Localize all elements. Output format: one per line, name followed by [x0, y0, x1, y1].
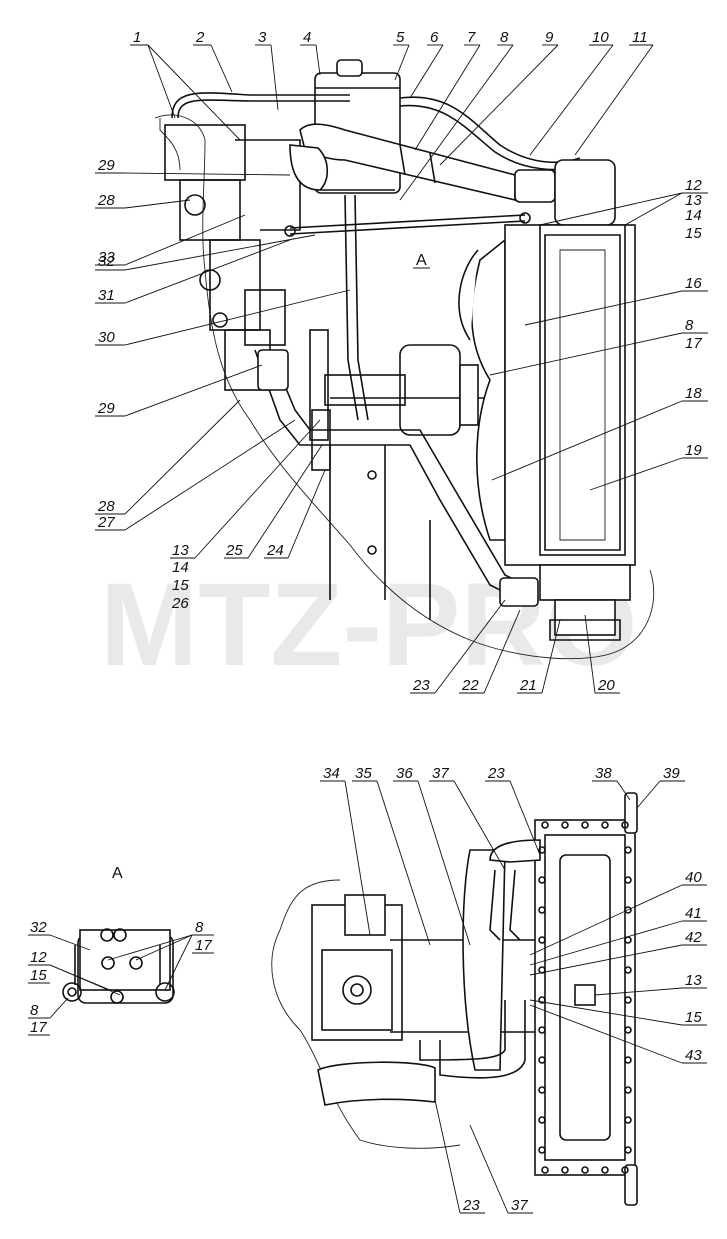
callout-15: 15 [685, 225, 702, 242]
detail-callout-17: 17 [195, 937, 212, 954]
callout-6: 6 [430, 29, 439, 46]
lower-radiator-pipe [254, 349, 539, 607]
detail-callout-12: 12 [30, 949, 47, 966]
callout-5: 5 [396, 29, 405, 46]
callout-16: 16 [685, 275, 702, 292]
leader-lines-bottom [320, 780, 707, 1214]
bottom-callout-39: 39 [663, 765, 680, 782]
callout-21: 21 [519, 677, 537, 694]
callout-29: 29 [97, 157, 115, 174]
callout-14b: 14 [172, 559, 189, 576]
detail-callout-15: 15 [30, 967, 47, 984]
callout-20: 20 [597, 677, 615, 694]
callout-9: 9 [545, 29, 554, 46]
callout-1: 1 [133, 29, 141, 46]
callout-2: 2 [195, 29, 205, 46]
detail-callout-8: 8 [195, 919, 204, 936]
upper-radiator-pipe [289, 123, 556, 203]
radiator-bolts [538, 821, 632, 1174]
callout-23: 23 [412, 677, 430, 694]
callout-8: 8 [500, 29, 509, 46]
callout-32: 32 [98, 253, 115, 270]
bottom-callout-37: 37 [432, 765, 449, 782]
fan-blades [458, 238, 506, 541]
callout-33: 33 [98, 249, 115, 266]
callout-11: 11 [632, 29, 648, 46]
bottom-callout-34: 34 [323, 765, 340, 782]
callout-13b: 13 [172, 542, 189, 559]
callout-28: 28 [97, 192, 115, 209]
fan-drive [309, 329, 555, 441]
callout-29b: 29 [97, 400, 115, 417]
vertical-tube [344, 194, 359, 421]
radiator [504, 159, 636, 636]
detail-a-label: A [112, 865, 123, 882]
break-boundary [154, 114, 655, 660]
break-boundary-top [159, 118, 181, 171]
callout-26: 26 [171, 595, 189, 612]
tie-rod [289, 214, 526, 229]
callout-15b: 15 [172, 577, 189, 594]
callout-8b: 8 [685, 317, 694, 334]
callout-10: 10 [592, 29, 609, 46]
callout-12: 12 [685, 177, 702, 194]
leader-lines-top [95, 44, 708, 694]
bottom-callout-23b: 23 [462, 1197, 480, 1214]
top-view: A 1 2 3 4 5 6 7 8 9 10 11 12 13 14 15 16… [95, 29, 708, 694]
bottom-view: 34 35 36 37 23 38 39 40 41 42 13 15 43 2… [271, 765, 707, 1214]
bottom-callout-35: 35 [355, 765, 372, 782]
callout-28b: 28 [97, 498, 115, 515]
bottom-callout-37b: 37 [511, 1197, 528, 1214]
bottom-callout-23: 23 [487, 765, 505, 782]
detail-callout-8b: 8 [30, 1002, 39, 1019]
view-a-label: A [416, 252, 427, 269]
bottom-callout-42: 42 [685, 929, 702, 946]
callout-27: 27 [97, 514, 115, 531]
detail-view-a: A 32 8 17 12 15 8 17 [28, 865, 214, 1036]
bottom-callout-43: 43 [685, 1047, 702, 1064]
detail-callout-17b: 17 [30, 1019, 47, 1036]
bottom-callout-36: 36 [396, 765, 413, 782]
callout-7: 7 [467, 29, 476, 46]
frame [311, 409, 621, 641]
callout-14: 14 [685, 207, 702, 224]
callout-30: 30 [98, 329, 115, 346]
callout-17: 17 [685, 335, 702, 352]
callout-13: 13 [685, 192, 702, 209]
callout-31: 31 [98, 287, 115, 304]
callout-19: 19 [685, 442, 702, 459]
bottom-callout-40: 40 [685, 869, 702, 886]
callout-18: 18 [685, 385, 702, 402]
callout-3: 3 [258, 29, 267, 46]
callout-24: 24 [266, 542, 284, 559]
callout-25: 25 [225, 542, 243, 559]
detail-callout-32: 32 [30, 919, 47, 936]
bottom-callout-41: 41 [685, 905, 702, 922]
callout-4: 4 [303, 29, 311, 46]
overflow-hose [171, 92, 350, 119]
break-boundary-bottom [271, 879, 461, 1149]
bottom-callout-38: 38 [595, 765, 612, 782]
bottom-callout-13: 13 [685, 972, 702, 989]
callouts-top: 1 2 3 4 5 6 7 8 9 10 11 12 13 14 15 16 8… [97, 29, 702, 694]
bottom-callout-15: 15 [685, 1009, 702, 1026]
callout-22: 22 [461, 677, 479, 694]
